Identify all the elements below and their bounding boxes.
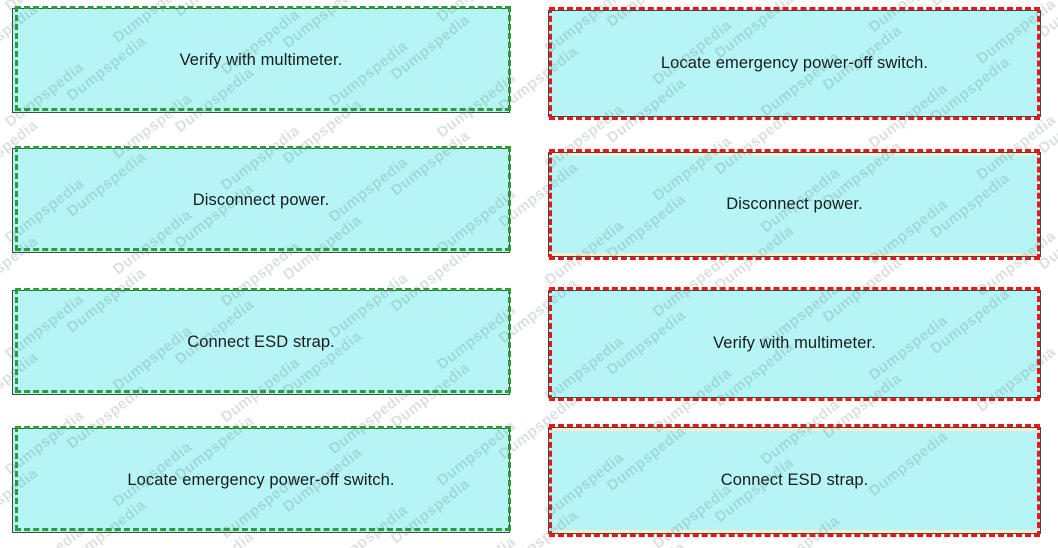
left-option-label-1: Verify with multimeter. [179, 50, 343, 69]
right-option-box-2[interactable]: Disconnect power. [548, 149, 1041, 260]
right-option-label-2: Disconnect power. [726, 194, 863, 213]
right-option-label-4: Connect ESD strap. [720, 470, 869, 489]
right-option-box-3[interactable]: Verify with multimeter. [548, 287, 1041, 401]
left-option-label-2: Disconnect power. [192, 190, 330, 209]
right-option-label-1: Locate emergency power-off switch. [660, 53, 929, 72]
right-option-box-4[interactable]: Connect ESD strap. [548, 424, 1041, 537]
left-option-label-4: Locate emergency power-off switch. [127, 470, 395, 489]
left-option-box-2[interactable]: Disconnect power. [12, 146, 511, 253]
left-option-box-3[interactable]: Connect ESD strap. [12, 288, 511, 395]
right-option-box-1[interactable]: Locate emergency power-off switch. [548, 7, 1041, 120]
right-option-label-3: Verify with multimeter. [713, 334, 876, 353]
ordered-steps-column: Locate emergency power-off switch. Disco… [529, 0, 1058, 548]
unordered-steps-column: Verify with multimeter. Disconnect power… [12, 6, 511, 533]
left-option-label-3: Connect ESD strap. [187, 332, 335, 351]
left-option-box-1[interactable]: Verify with multimeter. [12, 6, 511, 113]
left-option-box-4[interactable]: Locate emergency power-off switch. [12, 426, 511, 533]
